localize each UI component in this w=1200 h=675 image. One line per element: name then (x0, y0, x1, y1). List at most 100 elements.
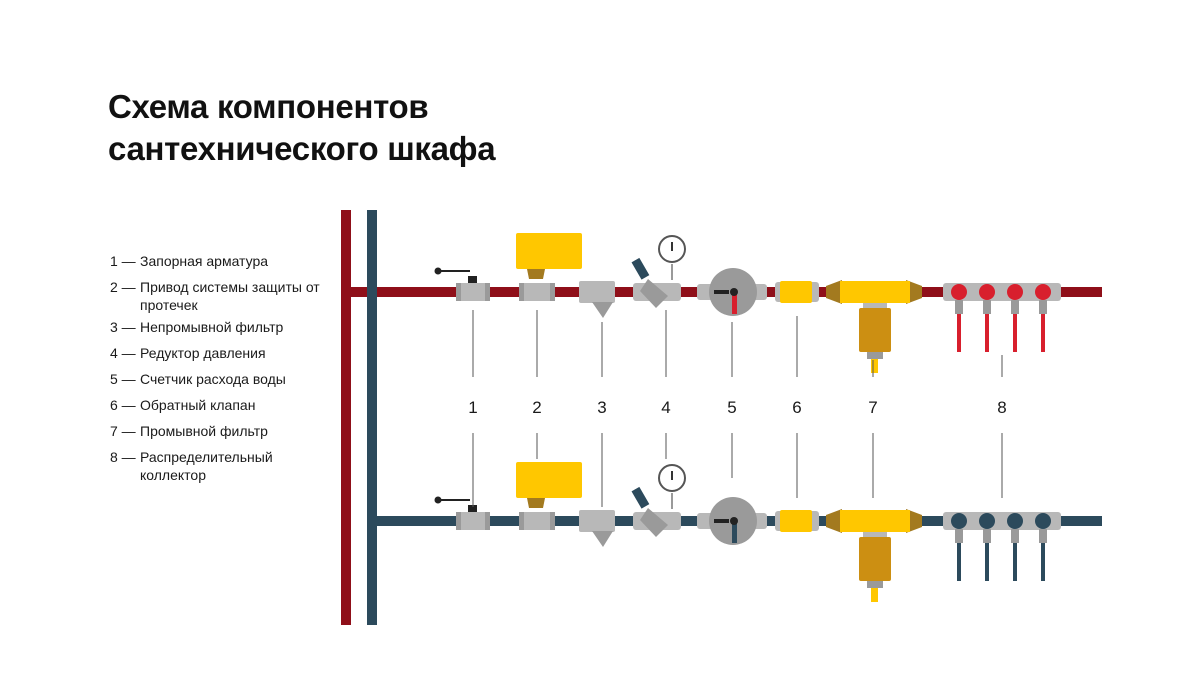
hot-actuator-nut-right (550, 283, 555, 301)
cold-manifold-tap-2 (979, 513, 995, 529)
legend-item-6: 6 —Обратный клапан (110, 396, 320, 418)
cold-valve-nut-left (456, 512, 461, 530)
cold-actuator-box (516, 462, 582, 498)
hot-filter-bowl (859, 308, 891, 352)
callout-number-5: 5 (727, 398, 736, 417)
hot-valve-handle-knob (434, 267, 442, 275)
callout-number-4: 4 (661, 398, 670, 417)
hot-manifold-outlet (1011, 300, 1019, 314)
hot-manifold-branch-pipe (957, 314, 961, 352)
cold-meter-dial-mark (714, 519, 729, 523)
cold-manifold-tap-4 (1035, 513, 1051, 529)
legend-item-3: 3 —Непромывной фильтр (110, 318, 320, 340)
cold-filter-head (840, 510, 910, 532)
legend-text: Непромывной фильтр (140, 319, 284, 335)
legend-item-1: 1 —Запорная арматура (110, 252, 320, 274)
callout-number-8: 8 (997, 398, 1006, 417)
hot-manifold-outlet (955, 300, 963, 314)
cold-filter-collar (863, 532, 887, 537)
legend-number: 7 — (110, 423, 136, 439)
callout-numbers: 1 2 3 4 5 6 7 8 (468, 398, 1006, 417)
legend-number: 5 — (110, 371, 136, 387)
hot-riser-pipe (341, 210, 351, 625)
page-title-line-2: сантехнического шкафа (108, 130, 496, 167)
legend-item-2: 2 —Привод системы защиты от протечек (110, 278, 320, 314)
cold-manifold-outlet (955, 529, 963, 543)
hot-meter-dial-mark (714, 290, 729, 294)
legend-item-4: 4 —Редуктор давления (110, 344, 320, 366)
hot-manifold-tap-1 (951, 284, 967, 300)
cold-manifold-branch-pipe (957, 543, 961, 581)
hot-manifold-tap-2 (979, 284, 995, 300)
hot-manifold-branch-pipe (1013, 314, 1017, 352)
legend-item-5: 5 —Счетчик расхода воды (110, 370, 320, 392)
cold-actuator-neck (527, 498, 545, 508)
legend-text: Запорная арматура (140, 253, 269, 269)
cold-valve-stem (468, 505, 477, 513)
cold-valve-nut-right (485, 512, 490, 530)
legend-text: Промывной фильтр (140, 423, 268, 439)
cold-manifold-outlet (1039, 529, 1047, 543)
cold-manifold-tap-3 (1007, 513, 1023, 529)
hot-reducer-housing (640, 279, 668, 308)
cold-manifold-branch-pipe (1041, 543, 1045, 581)
cold-riser-pipe (367, 210, 377, 625)
cold-valve-handle-knob (434, 496, 442, 504)
hot-manifold-bar (943, 283, 1061, 301)
legend-number: 4 — (110, 345, 136, 361)
hot-meter-dial-center (730, 288, 738, 296)
legend-number: 6 — (110, 397, 136, 413)
cold-manifold-branch-pipe (985, 543, 989, 581)
hot-valve-nut-right (485, 283, 490, 301)
hot-filter-drain-tap (871, 359, 878, 373)
hot-filter-left-fitting (826, 280, 842, 304)
cold-strainer-body (579, 510, 615, 532)
cold-meter-indicator (732, 519, 737, 543)
legend: 1 —Запорная арматура 2 —Привод системы з… (110, 252, 320, 488)
legend-item-7: 7 —Промывной фильтр (110, 422, 320, 444)
page-title: Схема компонентов сантехнического шкафа (108, 86, 496, 170)
legend-number: 2 — (110, 279, 136, 295)
legend-text: Обратный клапан (140, 397, 256, 413)
hot-actuator-box (516, 233, 582, 269)
cold-check-valve-body (780, 510, 812, 532)
cold-manifold-outlet (1011, 529, 1019, 543)
hot-shutoff-valve-body (457, 283, 489, 301)
cold-filter-left-fitting (826, 509, 842, 533)
cold-shutoff-valve-body (457, 512, 489, 530)
callout-leaders (472, 310, 1003, 507)
legend-text: Счетчик расхода воды (140, 371, 286, 387)
hot-manifold-outlet (983, 300, 991, 314)
page-title-line-1: Схема компонентов (108, 88, 429, 125)
cold-reducer-housing (640, 508, 668, 537)
hot-filter-collar (863, 303, 887, 308)
hot-manifold-tap-4 (1035, 284, 1051, 300)
legend-number: 8 — (110, 449, 136, 465)
hot-manifold-branch-pipe (1041, 314, 1045, 352)
cold-filter-drain-nut (867, 581, 883, 588)
hot-manifold-outlet (1039, 300, 1047, 314)
hot-valve-stem (468, 276, 477, 284)
hot-actuator-nut-left (519, 283, 524, 301)
cold-manifold-bar (943, 512, 1061, 530)
hot-strainer-sump (592, 302, 613, 318)
cold-actuator-valve-body (520, 512, 554, 530)
cold-reducer-cap (631, 486, 650, 509)
legend-item-8: 8 —Распределительный коллектор (110, 448, 320, 484)
cold-manifold-outlet (983, 529, 991, 543)
legend-text: Редуктор давления (140, 345, 266, 361)
cold-actuator-nut-right (550, 512, 555, 530)
hot-strainer-body (579, 281, 615, 303)
hot-reducer-cap (631, 257, 650, 280)
hot-meter-indicator (732, 290, 737, 314)
cold-actuator-nut-left (519, 512, 524, 530)
hot-valve-nut-left (456, 283, 461, 301)
hot-manifold-branch-pipe (985, 314, 989, 352)
cold-manifold-tap-1 (951, 513, 967, 529)
callout-number-1: 1 (468, 398, 477, 417)
legend-text: Распределительный коллектор (140, 449, 273, 483)
legend-text: Привод системы защиты от протечек (140, 279, 320, 313)
cold-filter-bowl (859, 537, 891, 581)
legend-number: 1 — (110, 253, 136, 269)
